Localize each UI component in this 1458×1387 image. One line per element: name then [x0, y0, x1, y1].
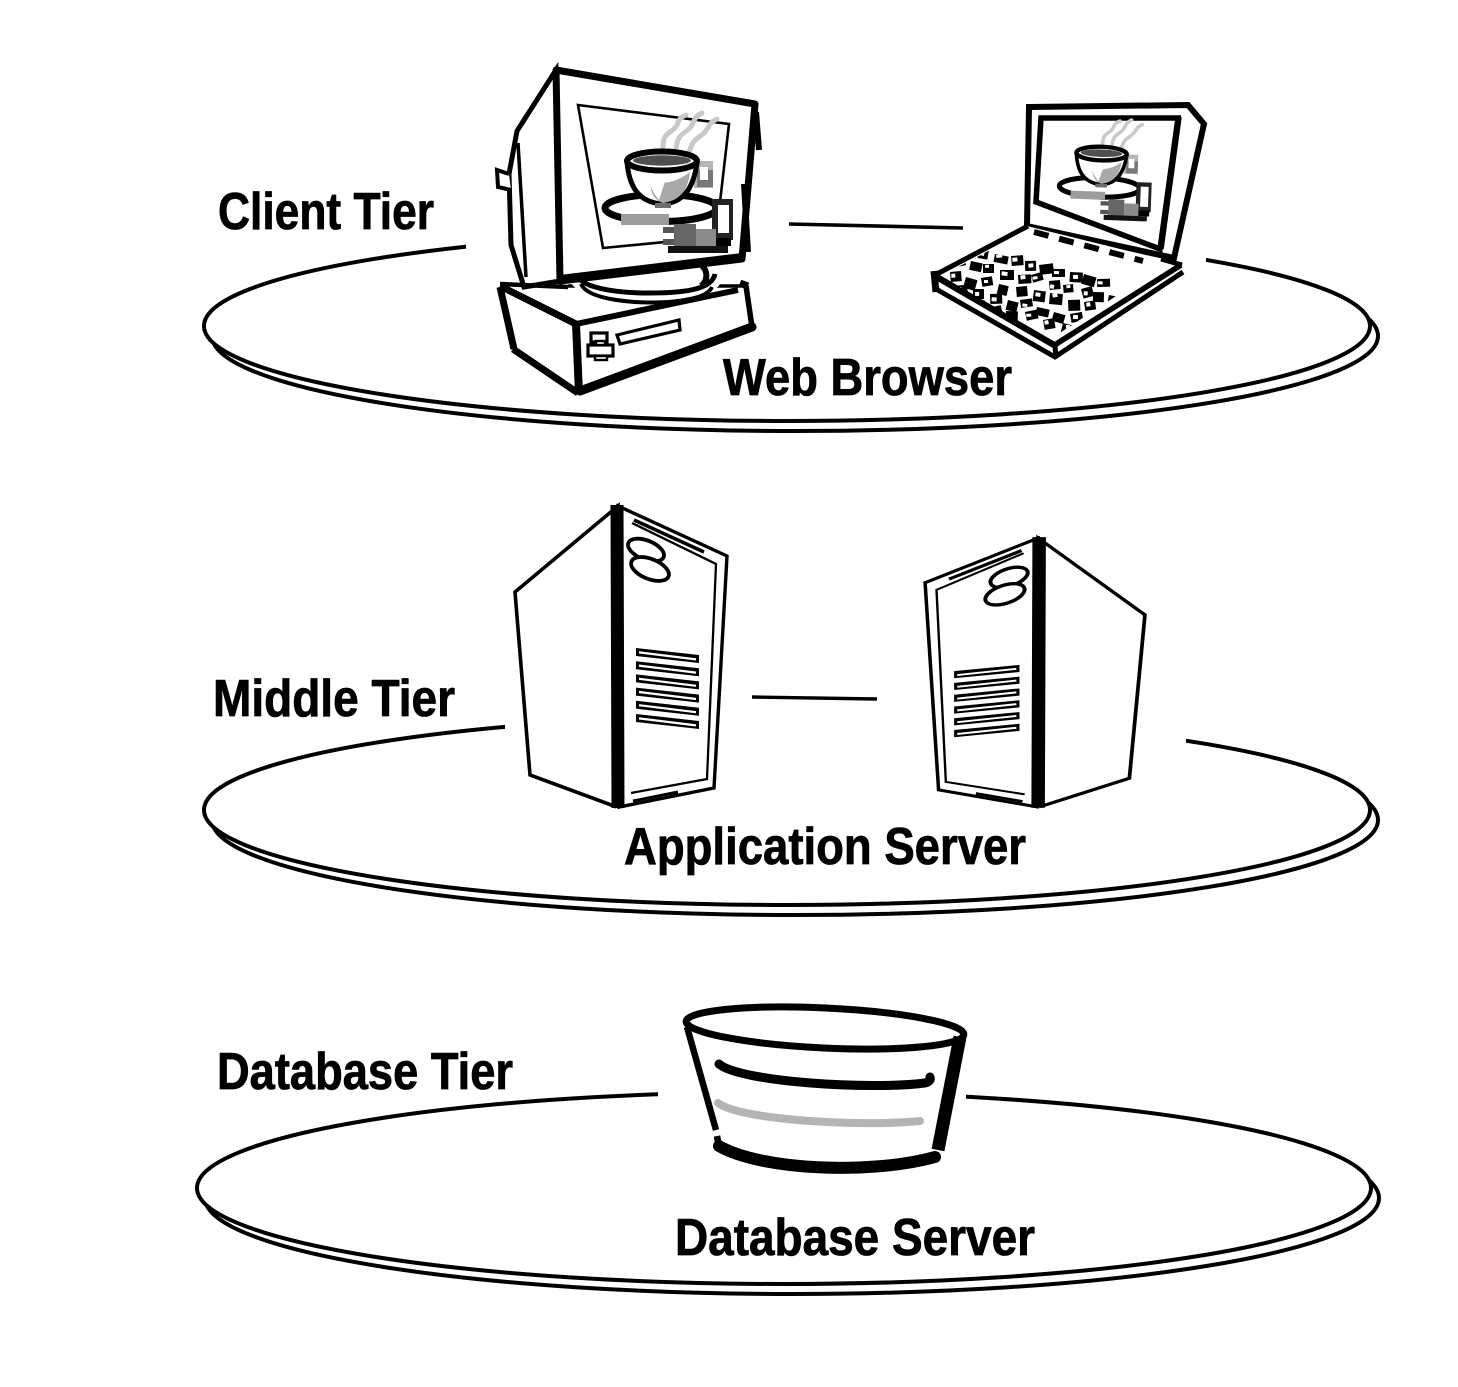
svg-text:Middle Tier: Middle Tier — [213, 670, 455, 728]
svg-text:Database Server: Database Server — [675, 1209, 1035, 1267]
svg-text:Web Browser: Web Browser — [723, 349, 1012, 407]
svg-text:Database Tier: Database Tier — [217, 1043, 513, 1101]
svg-text:Client Tier: Client Tier — [218, 183, 434, 241]
svg-text:Application Server: Application Server — [624, 818, 1026, 876]
